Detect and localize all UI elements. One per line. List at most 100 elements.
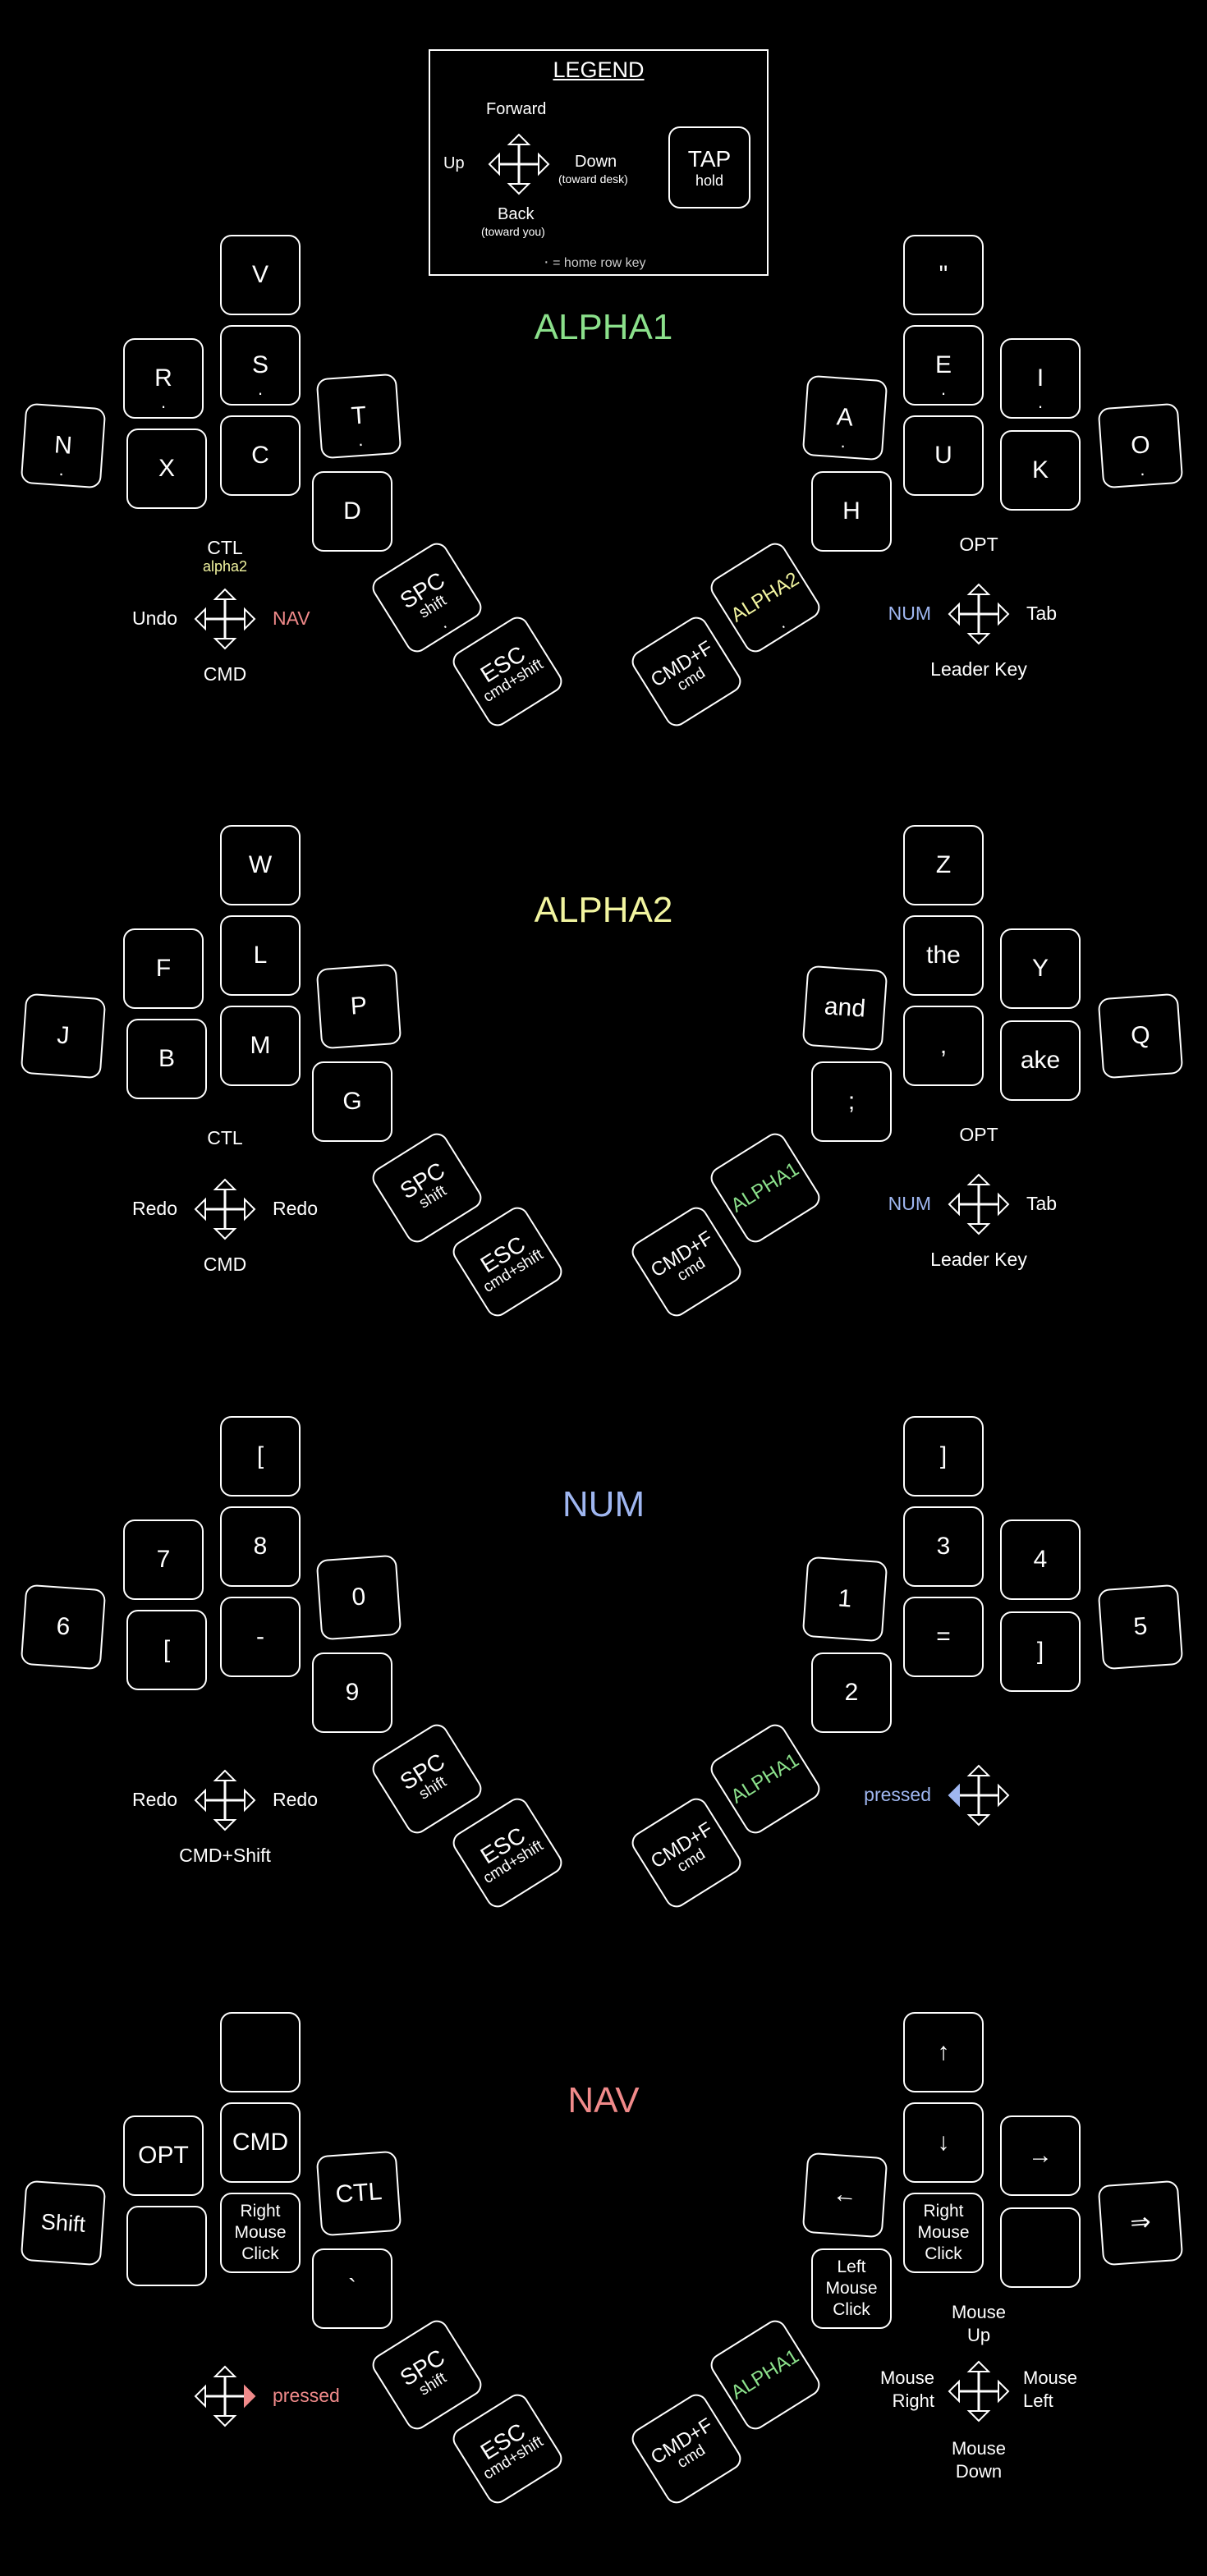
right-key-middle-top: Z [903,825,984,905]
left-key-index-home: CTL [315,2150,402,2237]
left-key-ring-top-label: 7 [156,1546,171,1574]
right-dir-left-label: Mouse Right [879,2367,934,2411]
right-key-index-home-label: 1 [837,1584,853,1613]
right-thumb-layer-tap: ALPHA1 [727,1749,804,1808]
right-key-index-home-label: ← [831,2180,859,2210]
right-key-index-home: and [801,965,888,1052]
left-dir-bottom-label: CMD [203,1254,247,1275]
right-key-pinky-label: 5 [1132,1612,1149,1641]
right-dir-right-label: Mouse Left [1023,2367,1078,2411]
left-key-ring-bottom-label: X [158,455,175,483]
left-direction-cross-icon [194,1178,256,1240]
left-key-index-bottom-label: 9 [345,1679,360,1707]
left-dir-top-label: CTL [207,537,243,558]
left-key-pinky: 6 [20,1584,107,1671]
legend-tap-hold-key: TAP hold [668,126,750,209]
legend-box: LEGEND Forward Up Down (toward desk) Bac… [429,49,769,276]
left-dir-bottom-label: CMD [203,663,247,685]
left-key-middle-bottom-label: - [256,1623,264,1651]
left-key-ring-top-label: OPT [138,2142,189,2170]
right-direction-cross-icon [948,2360,1010,2422]
left-key-middle-home: L [220,915,301,996]
right-key-index-home: ← [801,2152,888,2239]
legend-title: LEGEND [553,57,645,82]
left-key-middle-top-label: V [251,261,268,289]
right-key-ring-bottom-label: ake [1020,1047,1061,1075]
left-key-ring-top: 7 [123,1519,204,1600]
home-dot-icon: · [57,462,66,484]
right-key-middle-top-label: ↑ [937,2038,950,2066]
right-dir-top-label: OPT [959,1124,998,1145]
left-key-index-bottom: ` [312,2248,392,2329]
home-dot-icon: · [356,433,365,455]
left-key-ring-bottom: X [126,429,207,509]
right-key-index-bottom: ; [811,1061,892,1142]
left-dir-top-sub-label: alpha2 [202,558,248,575]
right-key-ring-bottom: K [1000,430,1081,511]
left-key-middle-home: S· [220,325,301,406]
right-key-middle-home-label: ↓ [937,2129,950,2157]
right-key-ring-top-label: 4 [1033,1546,1048,1574]
layer-title-alpha1: ALPHA1 [534,307,673,347]
left-dir-right-label: Redo [273,1789,318,1810]
right-dir-right-label: Tab [1026,1193,1058,1214]
right-key-middle-top: ↑ [903,2012,984,2092]
right-key-middle-bottom-label: = [936,1623,951,1651]
left-dir-top-label: CTL [207,1127,243,1148]
right-key-middle-top-label: Z [935,851,952,879]
right-dir-top-label: OPT [959,534,998,555]
right-key-ring-top: I· [1000,338,1081,419]
left-key-ring-bottom [126,2206,207,2286]
right-key-ring-bottom-label: K [1031,456,1049,484]
right-key-ring-top-label: I [1036,364,1044,392]
left-key-middle-bottom: C [220,415,301,496]
left-key-middle-top-label: W [248,851,273,879]
home-dot-icon: · [257,383,264,403]
left-key-ring-top: R· [123,338,204,419]
right-key-ring-bottom [1000,2207,1081,2288]
right-key-middle-bottom-label: , [939,1032,948,1060]
left-key-middle-bottom: M [220,1006,301,1086]
left-key-middle-bottom: Right Mouse Click [220,2193,301,2273]
right-key-middle-home: the [903,915,984,996]
left-key-middle-top: [ [220,1416,301,1497]
right-key-ring-top-label: Y [1031,955,1049,983]
right-key-ring-top: 4 [1000,1519,1081,1600]
left-key-ring-top-label: R [154,364,172,392]
right-key-pinky-label: Q [1130,1021,1151,1051]
left-key-index-home-label: T [350,401,368,430]
right-key-index-bottom: 2 [811,1652,892,1733]
right-key-ring-bottom: ake [1000,1020,1081,1101]
right-key-ring-top: → [1000,2115,1081,2196]
right-dir-bottom-label: Mouse Down [951,2438,1007,2482]
left-key-index-home: 0 [315,1554,402,1641]
right-key-middle-top-label: " [939,261,948,289]
right-key-middle-top-label: ] [939,1442,948,1470]
left-key-pinky-label: N [53,431,73,460]
right-dir-left-label: NUM [888,603,931,624]
left-key-pinky-label: Shift [40,2208,87,2237]
left-key-middle-top-label: [ [256,1442,264,1470]
legend-tap-label: TAP [687,145,732,172]
right-key-index-home: A· [801,374,888,461]
left-dir-left-label: Undo [132,607,177,629]
right-dir-bottom-label: Leader Key [930,658,1027,680]
left-key-middle-bottom-label: Right Mouse Click [234,2201,287,2264]
left-key-pinky-label: J [56,1021,71,1050]
left-key-ring-top: F [123,928,204,1009]
right-dir-top-label: Mouse Up [951,2302,1007,2345]
left-key-pinky: N· [20,402,107,489]
right-key-pinky-label: O [1130,431,1151,461]
right-key-index-home-label: and [823,992,867,1023]
right-key-ring-top: Y [1000,928,1081,1009]
left-key-middle-home: 8 [220,1506,301,1587]
right-dir-left-label: NUM [888,1193,931,1214]
right-key-index-bottom-label: H [842,497,861,525]
left-dir-left-label: Redo [132,1198,177,1219]
right-key-middle-bottom: = [903,1597,984,1677]
left-key-index-bottom-label: D [343,497,361,525]
left-key-ring-bottom-label: B [158,1045,175,1073]
legend-forward-label: Forward [486,100,547,118]
legend-home-note: · = home row key [544,253,646,271]
left-key-index-home-label: P [349,992,369,1020]
